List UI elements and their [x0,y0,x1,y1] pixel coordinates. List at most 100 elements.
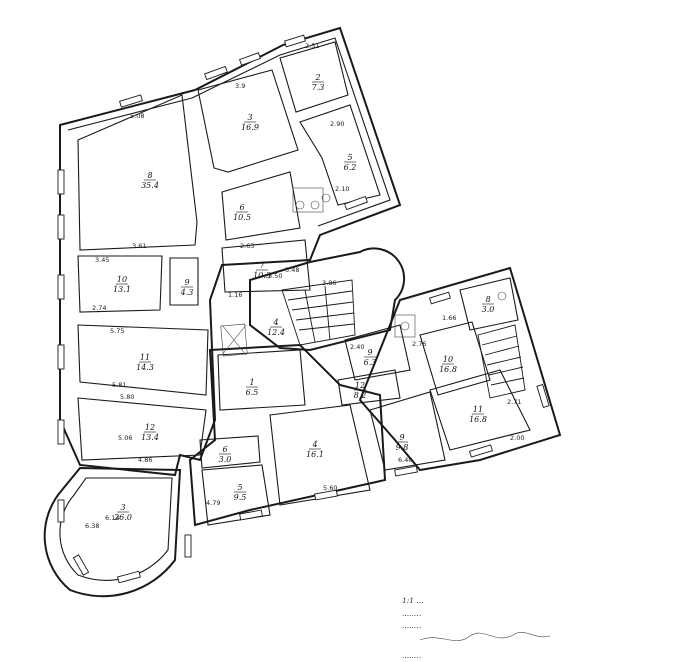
outer-wall-lower-middle [188,343,387,527]
room-number: 11 [473,405,483,414]
room-outline-12 [77,397,207,461]
annotation-line-1: 1:1 ... [402,596,424,605]
annotation-block: 1:1 ... ........ ........ ........ [402,596,551,660]
room-label-r7: 710.3 [253,261,271,280]
room-outline-4b [269,404,371,506]
dimension-label: 5.75 [110,327,124,335]
room-number: 9 [399,433,404,442]
dimension-label: 3.86 [322,279,336,287]
room-labels: 835.4316.927.356.2610.51013.194.3710.341… [113,73,494,522]
room-number: 3 [247,113,252,122]
fixtures [220,187,507,357]
room-label-r2: 27.3 [312,73,325,92]
room-label-r8b: 83.0 [482,295,495,314]
room-label-r8: 835.4 [141,171,159,190]
room-label-r3a: 316.9 [241,113,259,132]
room-number: 8 [147,171,152,180]
room-outline-11b [429,369,531,451]
dimension-label: 3.61 [132,242,146,250]
room-number: 8 [485,295,490,304]
room-label-r5b: 59.5 [234,483,247,502]
room-area: 16.9 [241,123,259,132]
room-label-r12b: 128.2 [354,381,367,400]
room-area: 9.5 [234,493,247,502]
room-area: 9.8 [396,443,409,452]
room-label-r6: 610.5 [233,203,251,222]
room-outline-6b [199,435,261,469]
room-number: 1 [249,378,254,387]
room-label-r3: 326.0 [113,503,132,522]
outer-wall-right-wing [358,266,562,472]
dimension-label: 2.90 [330,120,344,128]
room-number: 7 [259,261,265,270]
dimension-label: 2.51 [305,42,319,50]
round-bay-wall [43,466,182,598]
room-number: 6 [222,445,227,454]
dimension-label: 3.45 [95,256,109,264]
dimension-label: 2.40 [350,343,364,351]
room-outline-3 [197,69,299,173]
dimension-label: 3.9 [235,82,245,90]
room-label-r6b: 63.0 [219,445,232,464]
dimension-label: 5.06 [118,434,132,442]
dimension-label: 6.14 [105,514,119,522]
dimension-label: 4.79 [206,499,220,507]
room-outline-9c [369,391,446,471]
room-outline-11 [77,324,209,396]
room-label-r4b: 416.1 [306,440,324,459]
room-area: 4.3 [180,288,194,297]
room-area: 7.3 [312,83,325,92]
dimension-label: 5.81 [112,381,126,389]
room-area: 12.4 [267,328,285,337]
room-label-r9c: 99.8 [396,433,409,452]
secondary-staircase [477,324,526,399]
dimension-label: 1.16 [228,291,242,299]
room-outline-9b [344,324,411,381]
room-outline-7 [221,239,311,293]
room-number: 9 [367,348,372,357]
room-area: 14.3 [136,363,154,372]
room-area: 6.5 [246,388,259,397]
room-area: 3.0 [482,305,495,314]
annotation-line-2: ........ [402,609,421,618]
dimension-label: 6.38 [85,522,99,530]
dimension-label: 6.40 [398,456,412,464]
room-outline-10b [419,321,491,396]
room-area: 6.3 [364,358,377,367]
dimension-label: 2.71 [507,398,521,406]
room-number: 12 [355,381,365,390]
room-outline-8 [77,94,198,251]
dimension-label: 1.66 [442,314,456,322]
room-outline-8b [459,277,519,331]
dimension-label: 2.00 [510,434,524,442]
room-area: 16.8 [439,365,457,374]
room-area: 6.2 [344,163,357,172]
room-label-r5: 56.2 [344,153,357,172]
room-label-r1: 16.5 [246,378,259,397]
dimension-label: 5.60 [323,484,337,492]
room-area: 16.1 [306,450,324,459]
room-number: 6 [239,203,244,212]
room-outline-6 [221,171,301,241]
room-number: 5 [347,153,352,162]
dimension-label: 5.08 [130,112,144,120]
room-area: 13.1 [113,285,131,294]
room-label-r4: 412.4 [267,318,285,337]
dimension-label: 2.63 [240,242,254,250]
outer-wall-left-wing [59,26,402,477]
room-area: 3.0 [219,455,232,464]
room-label-r9b: 96.3 [364,348,377,367]
room-number: 4 [311,440,317,449]
room-number: 12 [145,423,155,432]
inner-wall-left-wing [67,37,391,227]
room-label-r9: 94.3 [180,278,194,297]
dimension-label: 2.74 [92,304,106,312]
room-area: 10.5 [233,213,251,222]
room-number: 4 [272,318,278,327]
annotation-signature: ........ [402,651,421,660]
